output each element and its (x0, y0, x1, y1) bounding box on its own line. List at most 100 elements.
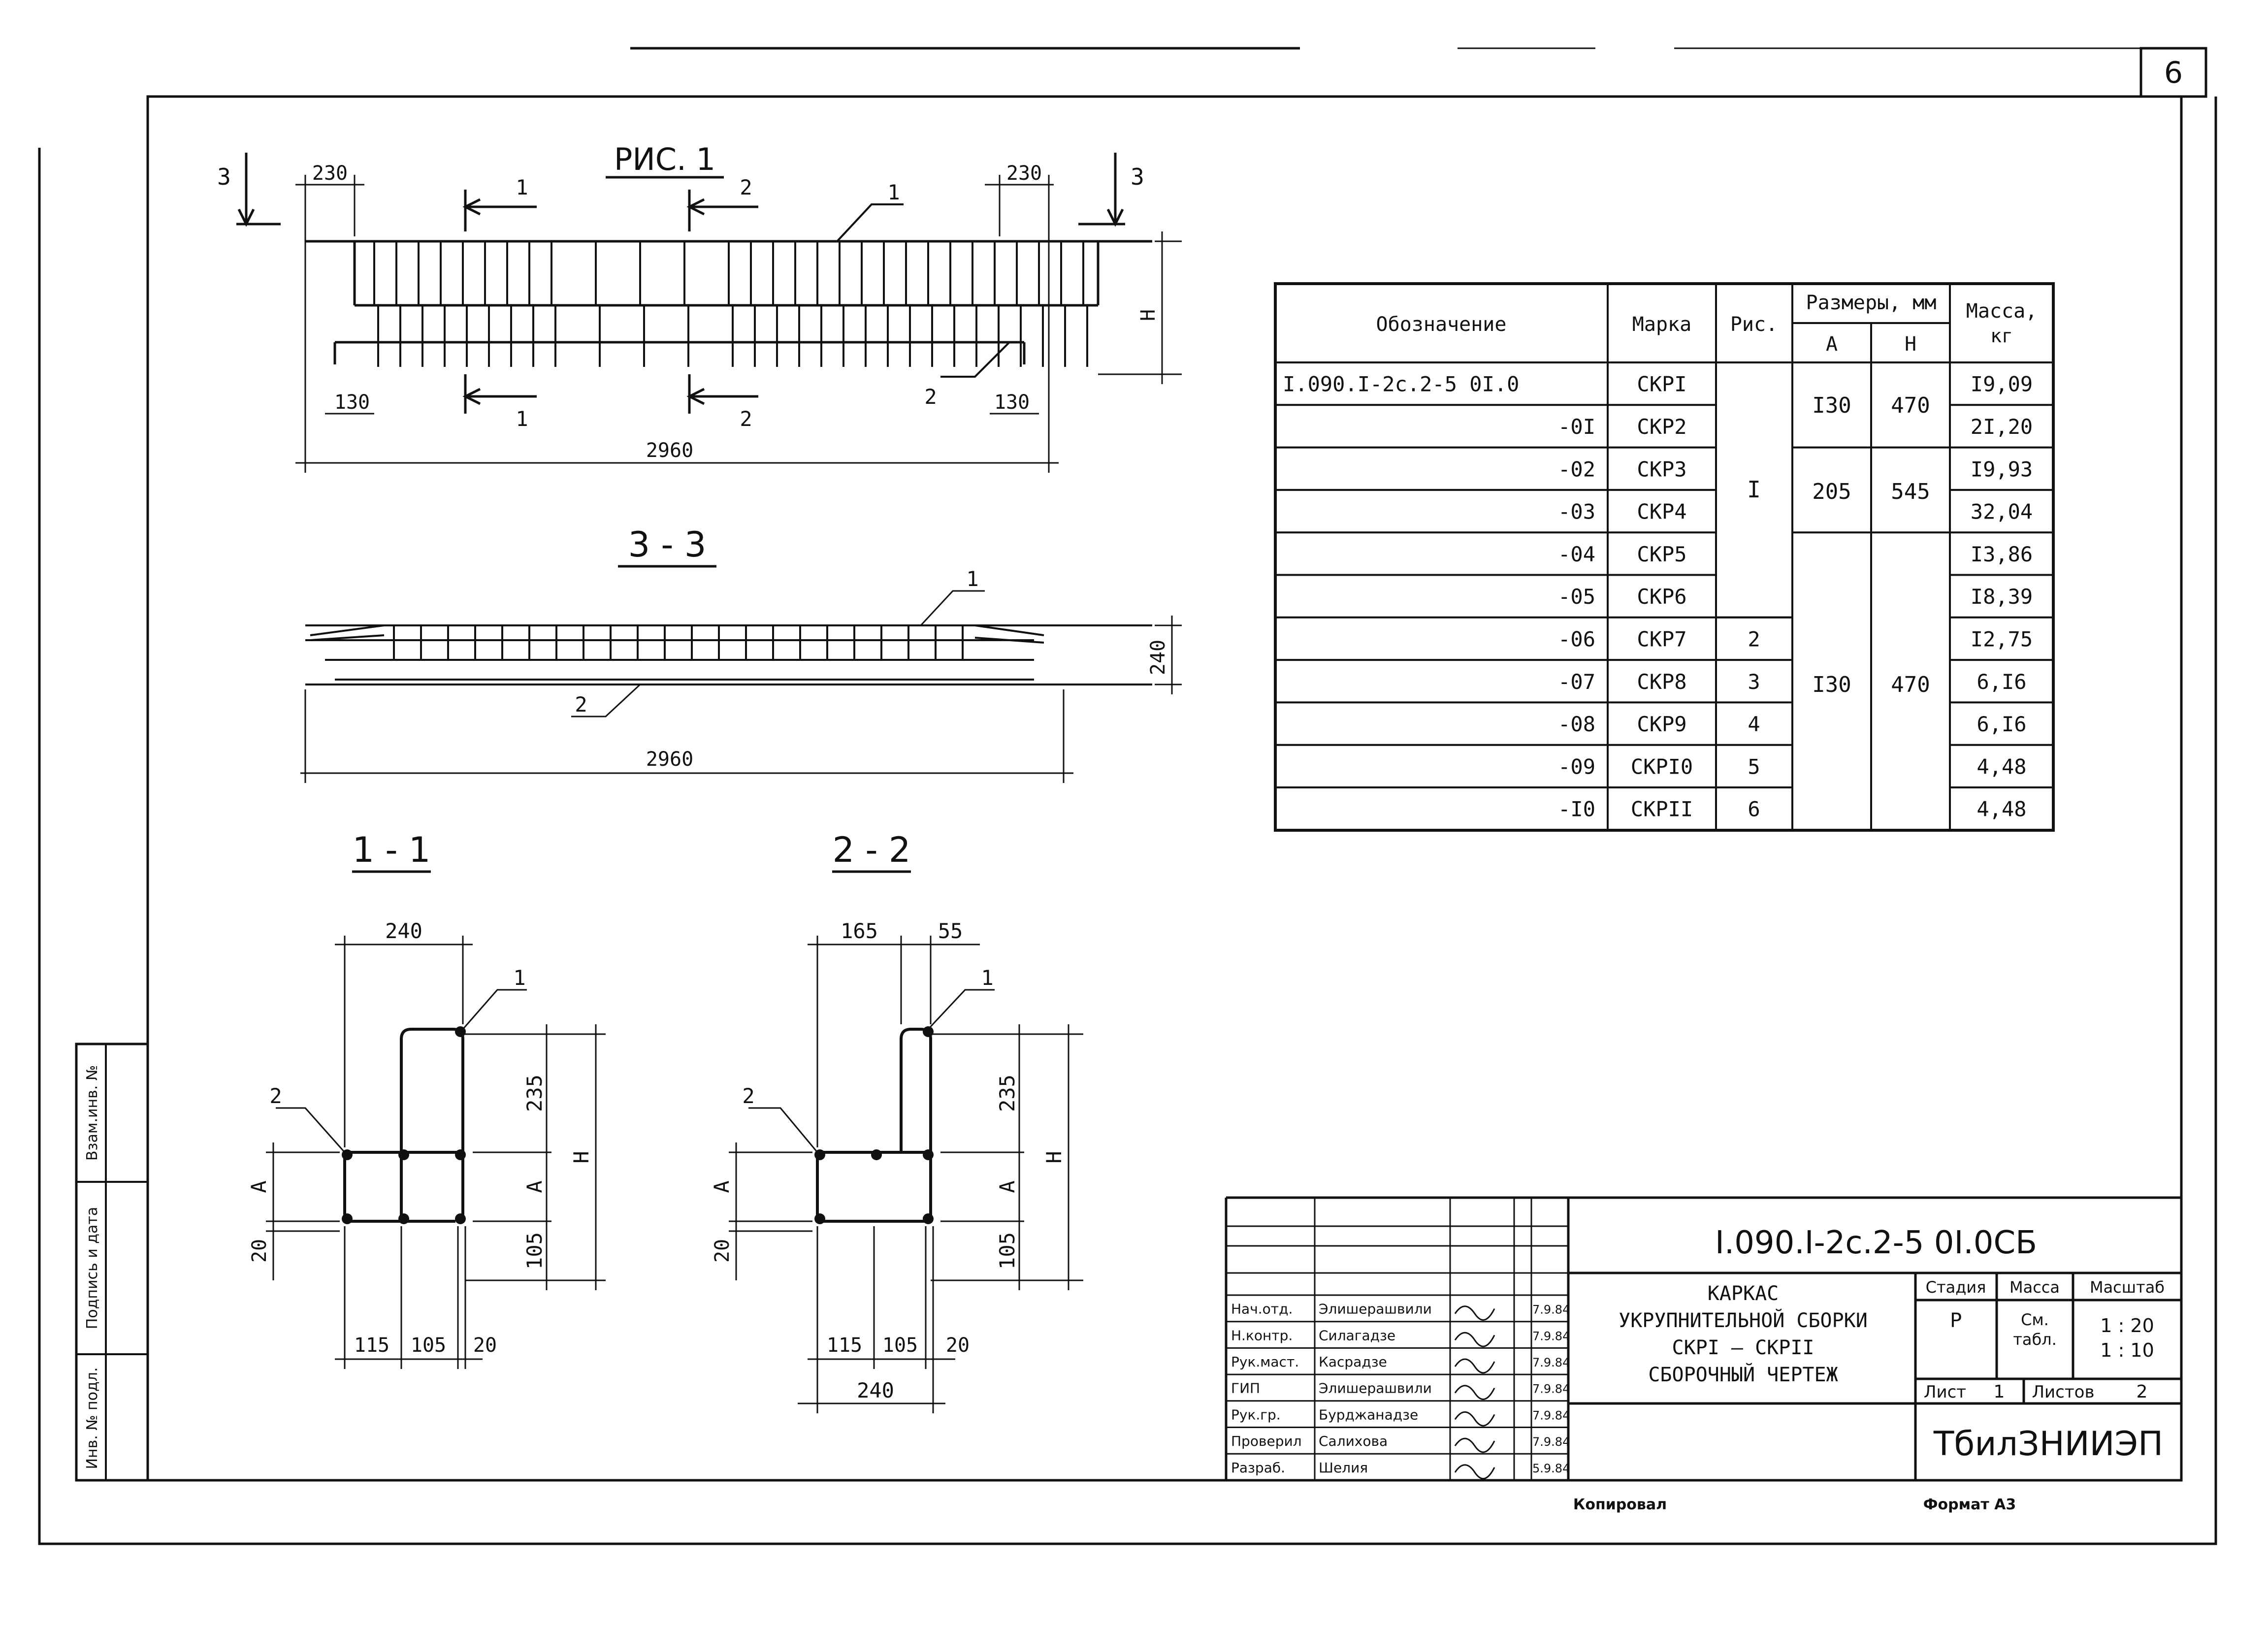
spec-size-a-group-2: 205 (1812, 479, 1851, 504)
title-block-name-line-4: СБОРОЧНЫЙ ЧЕРТЕЖ (1648, 1363, 1838, 1386)
title-block-person-name: Элишерашвили (1319, 1301, 1432, 1317)
title-block-sheets-label: Листов (2032, 1382, 2094, 1402)
section-33-dim-240: 240 (1147, 640, 1169, 675)
spec-row-fig: 4 (1748, 712, 1760, 736)
spec-row-designation: -06 (1558, 627, 1595, 651)
title-block-person-name: Салихова (1319, 1433, 1388, 1449)
section-33-pos-1: 1 (966, 567, 978, 591)
spec-row-designation: -04 (1558, 542, 1595, 566)
section-22-dim-a-left: А (710, 1180, 734, 1193)
spec-header-mass: Масса, (1966, 300, 2038, 323)
section-22-rebar-dots (814, 1026, 934, 1224)
fig1-pos-2: 2 (924, 385, 937, 409)
title-block-person-role: Нач.отд. (1231, 1301, 1293, 1317)
title-block-person-date: 7.9.84 (1532, 1408, 1570, 1422)
fig1-section-3-left: 3 (217, 163, 231, 190)
fig1-section-3-markers (236, 153, 1125, 227)
fig1-title: РИС. 1 (614, 141, 715, 177)
section-22-dim-105b: 105 (882, 1334, 918, 1357)
sheet-frames: 6 (38, 47, 2217, 1545)
spec-row-mass: 32,04 (1971, 500, 2033, 524)
spec-header-size-h: Н (1905, 333, 1916, 356)
section-22-dim-20: 20 (711, 1239, 734, 1263)
title-block-copied: Копировал (1573, 1496, 1667, 1513)
fig1-dim-130-left: 130 (334, 391, 370, 414)
section-11-rebar-dots (342, 1026, 466, 1224)
title-block-name-line-2: УКРУПНИТЕЛЬНОЙ СБОРКИ (1619, 1308, 1868, 1332)
section-11-dim-240: 240 (385, 919, 422, 943)
title-block-mass-label: Масса (2009, 1278, 2060, 1297)
title-block-mass-value: См. табл. (2013, 1310, 2057, 1349)
section-11-dim-115: 115 (354, 1334, 389, 1357)
fig1-dim-230-left: 230 (312, 162, 348, 185)
section-33-stirrups (393, 625, 964, 660)
section-11-dim-a-right: А (522, 1180, 547, 1193)
side-stamp: Инв. № подл. Подпись и дата Взам.инв. № (75, 1043, 149, 1482)
spec-row-designation: -09 (1558, 754, 1595, 779)
figure-1: РИС. 1 230 2 (217, 141, 1182, 473)
title-block-person-name: Касрадзе (1319, 1354, 1387, 1370)
spec-row-mass: 6,I6 (1976, 670, 2026, 694)
title-block-scale-label: Масштаб (2090, 1278, 2165, 1297)
title-block-name-line-1: КАРКАС (1708, 1282, 1779, 1305)
title-block-person-role: Разраб. (1231, 1460, 1285, 1476)
title-block-person-role: Н.контр. (1231, 1327, 1293, 1343)
title-block-person-role: Проверил (1231, 1433, 1302, 1449)
spec-size-h-group-3: 470 (1891, 672, 1930, 697)
spec-row-mass: I2,75 (1971, 627, 2033, 651)
title-block-person-name: Шелия (1319, 1460, 1368, 1476)
title-block-person-name: Бурджанадзе (1319, 1406, 1418, 1423)
title-block-signature (1454, 1464, 1495, 1480)
spec-size-a-group-3: I30 (1812, 672, 1851, 697)
side-stamp-signature-date: Подпись и дата (84, 1207, 101, 1330)
title-block-sheet-value: 1 (1994, 1382, 2005, 1402)
spec-size-h-group-1: 470 (1891, 393, 1930, 418)
spec-table: Обозначение Марка Рис. Размеры, мм А Н М… (1274, 282, 2055, 832)
spec-row-fig: 3 (1748, 670, 1760, 694)
title-block-signature (1454, 1411, 1495, 1427)
fig1-leaders (836, 203, 1010, 378)
title-block-person-date: 7.9.84 (1532, 1303, 1570, 1317)
section-22-dim-h: Н (1042, 1151, 1066, 1163)
fig1-section-2-top: 2 (740, 175, 752, 199)
section-22-dim-105: 105 (995, 1232, 1019, 1270)
spec-row-fig: 2 (1748, 627, 1760, 651)
title-block-doc-code: I.090.I-2с.2-5 0I.0СБ (1715, 1225, 2037, 1261)
section-2-2: 2 - 2 (710, 830, 1083, 1413)
title-block-scale-2: 1 : 10 (2100, 1339, 2154, 1361)
side-stamp-inv-no: Инв. № подл. (84, 1368, 101, 1469)
spec-header-size-a: А (1826, 333, 1838, 356)
spec-row-mass: 6,I6 (1976, 712, 2026, 736)
spec-row-mark: СКР7 (1637, 627, 1686, 651)
title-block-person-name: Элишерашвили (1319, 1380, 1432, 1397)
spec-header-fig: Рис. (1730, 313, 1778, 336)
fig1-pos-1: 1 (887, 180, 900, 204)
section-3-3: 3 - 3 2960 240 1 2 (300, 524, 1182, 783)
fig1-dim-2960: 2960 (646, 439, 693, 462)
title-block-person-role: Рук.гр. (1231, 1406, 1281, 1423)
title-block-left-grid (1226, 1198, 1568, 1480)
section-33-dim-2960: 2960 (646, 748, 693, 771)
spec-row-mass: I8,39 (1971, 585, 2033, 609)
section-22-bars (816, 1028, 932, 1223)
spec-header-sizes: Размеры, мм (1806, 292, 1937, 314)
fig1-dim-230-right: 230 (1006, 162, 1042, 185)
title-block-person-date: 5.9.84 (1532, 1462, 1570, 1475)
spec-row-mark: СКР9 (1637, 712, 1686, 736)
spec-size-h-group-2: 545 (1891, 479, 1930, 504)
section-11-dimensions (266, 936, 606, 1369)
title-block-signature (1454, 1385, 1495, 1401)
fig1-stirrups (373, 241, 1088, 367)
fig1-dimensions (295, 175, 1182, 473)
section-22-pos-2: 2 (742, 1084, 754, 1108)
title-block-person-date: 7.9.84 (1532, 1435, 1570, 1449)
title-block-sheet-label: Лист (1924, 1382, 1966, 1402)
spec-row-mark: СКРII (1631, 797, 1693, 821)
section-33-pos-2: 2 (575, 692, 587, 717)
spec-header-mass-unit: кг (1990, 325, 2013, 347)
spec-header-mark: Марка (1632, 313, 1691, 336)
title-block-stage-value: Р (1950, 1309, 1962, 1332)
section-22-dim-115: 115 (827, 1334, 862, 1357)
